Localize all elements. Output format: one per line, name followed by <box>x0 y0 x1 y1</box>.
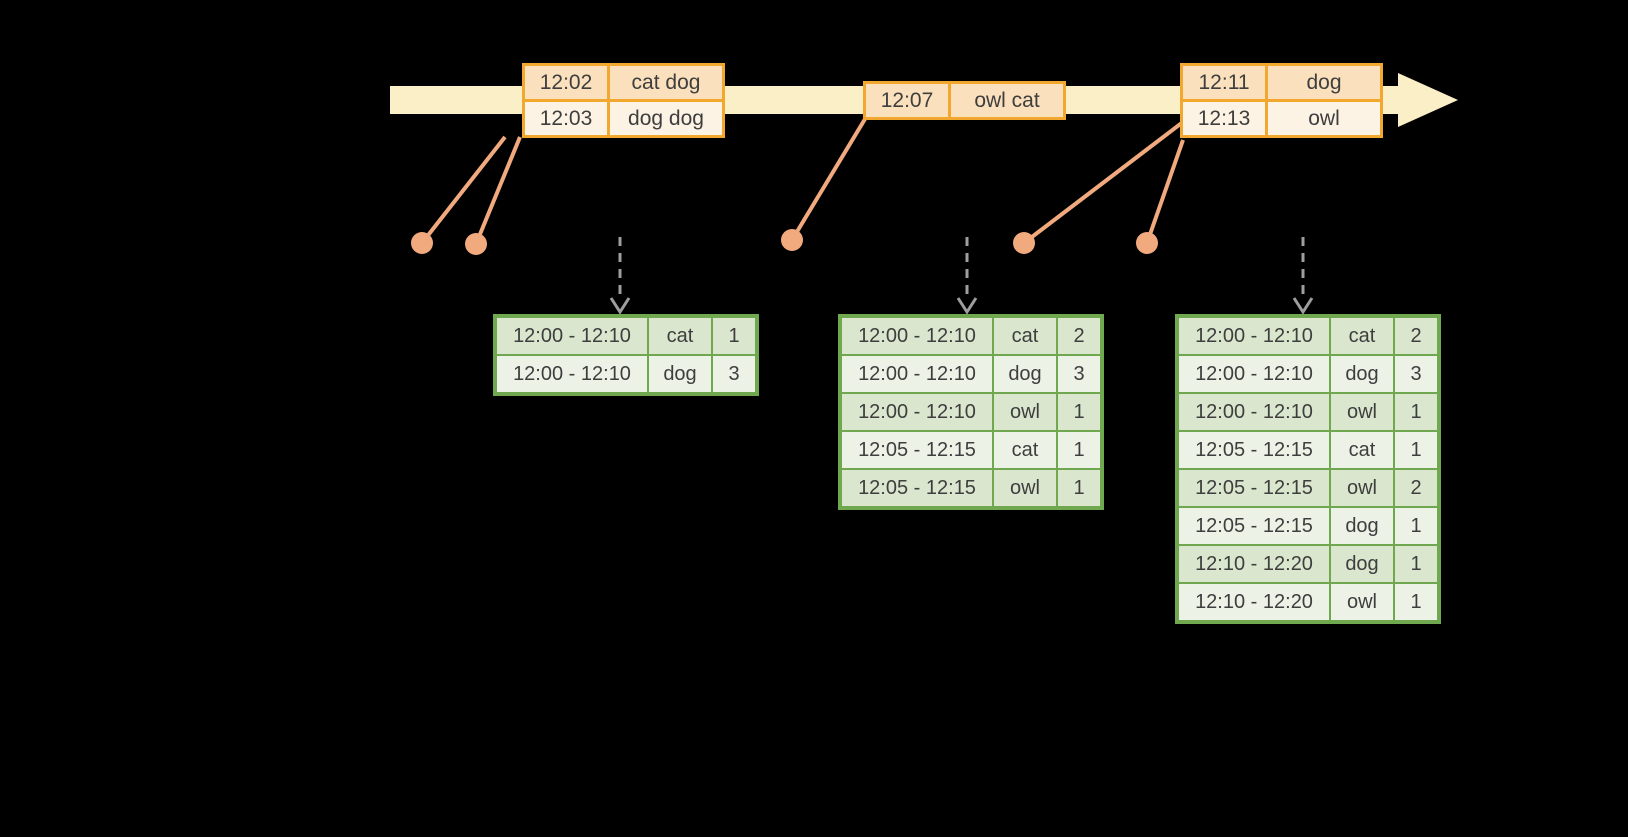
word-cell: cat <box>1329 430 1395 470</box>
count-cell: 1 <box>711 315 758 356</box>
window-cell: 12:00 - 12:10 <box>839 315 994 356</box>
words-cell: owl cat <box>951 84 1063 117</box>
time-cell: 12:07 <box>866 84 948 117</box>
time-cell: 12:03 <box>525 102 607 135</box>
trigger-arrow-icon <box>956 237 978 315</box>
window-cell: 12:05 - 12:15 <box>1176 430 1331 470</box>
word-cell: cat <box>647 315 713 356</box>
event-marker-dot <box>1136 232 1158 254</box>
word-cell: dog <box>1329 544 1395 584</box>
timeline-arrow-head-icon <box>1398 73 1458 127</box>
word-cell: owl <box>1329 468 1395 508</box>
window-cell: 12:10 - 12:20 <box>1176 582 1331 623</box>
word-cell: cat <box>992 315 1058 356</box>
event-connector-line <box>1022 120 1185 245</box>
count-cell: 1 <box>1393 506 1440 546</box>
word-cell: dog <box>992 354 1058 394</box>
word-cell: dog <box>1329 354 1395 394</box>
window-cell: 12:10 - 12:20 <box>1176 544 1331 584</box>
count-cell: 2 <box>1393 468 1440 508</box>
event-marker-dot <box>465 233 487 255</box>
count-cell: 3 <box>1056 354 1103 394</box>
words-cell: dog <box>1268 66 1380 99</box>
event-connector-line <box>420 135 507 245</box>
count-cell: 2 <box>1056 315 1103 356</box>
count-cell: 1 <box>1393 392 1440 432</box>
count-cell: 1 <box>1056 430 1103 470</box>
word-cell: cat <box>1329 315 1395 356</box>
word-cell: owl <box>1329 582 1395 623</box>
words-cell: dog dog <box>610 102 722 135</box>
time-cell: 12:11 <box>1183 66 1265 99</box>
count-cell: 3 <box>1393 354 1440 394</box>
event-connector-line <box>1145 139 1185 244</box>
time-cell: 12:13 <box>1183 102 1265 135</box>
event-connector-line <box>790 117 867 242</box>
count-cell: 3 <box>711 354 758 395</box>
word-cell: dog <box>647 354 713 395</box>
window-cell: 12:00 - 12:10 <box>839 392 994 432</box>
window-cell: 12:00 - 12:10 <box>1176 392 1331 432</box>
count-cell: 1 <box>1393 582 1440 623</box>
event-marker-dot <box>1013 232 1035 254</box>
word-cell: owl <box>1329 392 1395 432</box>
event-marker-dot <box>411 232 433 254</box>
window-cell: 12:05 - 12:15 <box>839 468 994 509</box>
words-cell: owl <box>1268 102 1380 135</box>
word-cell: owl <box>992 392 1058 432</box>
window-cell: 12:05 - 12:15 <box>1176 468 1331 508</box>
time-cell: 12:02 <box>525 66 607 99</box>
window-cell: 12:05 - 12:15 <box>1176 506 1331 546</box>
window-cell: 12:00 - 12:10 <box>1176 354 1331 394</box>
window-cell: 12:00 - 12:10 <box>839 354 994 394</box>
count-cell: 1 <box>1056 468 1103 509</box>
window-cell: 12:00 - 12:10 <box>1176 315 1331 356</box>
event-marker-dot <box>781 229 803 251</box>
count-cell: 1 <box>1056 392 1103 432</box>
window-cell: 12:00 - 12:10 <box>494 315 649 356</box>
trigger-arrow-icon <box>609 237 631 315</box>
words-cell: cat dog <box>610 66 722 99</box>
count-cell: 1 <box>1393 430 1440 470</box>
word-cell: cat <box>992 430 1058 470</box>
word-cell: dog <box>1329 506 1395 546</box>
count-cell: 1 <box>1393 544 1440 584</box>
window-cell: 12:00 - 12:10 <box>494 354 649 395</box>
word-cell: owl <box>992 468 1058 509</box>
window-cell: 12:05 - 12:15 <box>839 430 994 470</box>
count-cell: 2 <box>1393 315 1440 356</box>
event-connector-line <box>474 136 522 245</box>
trigger-arrow-icon <box>1292 237 1314 315</box>
